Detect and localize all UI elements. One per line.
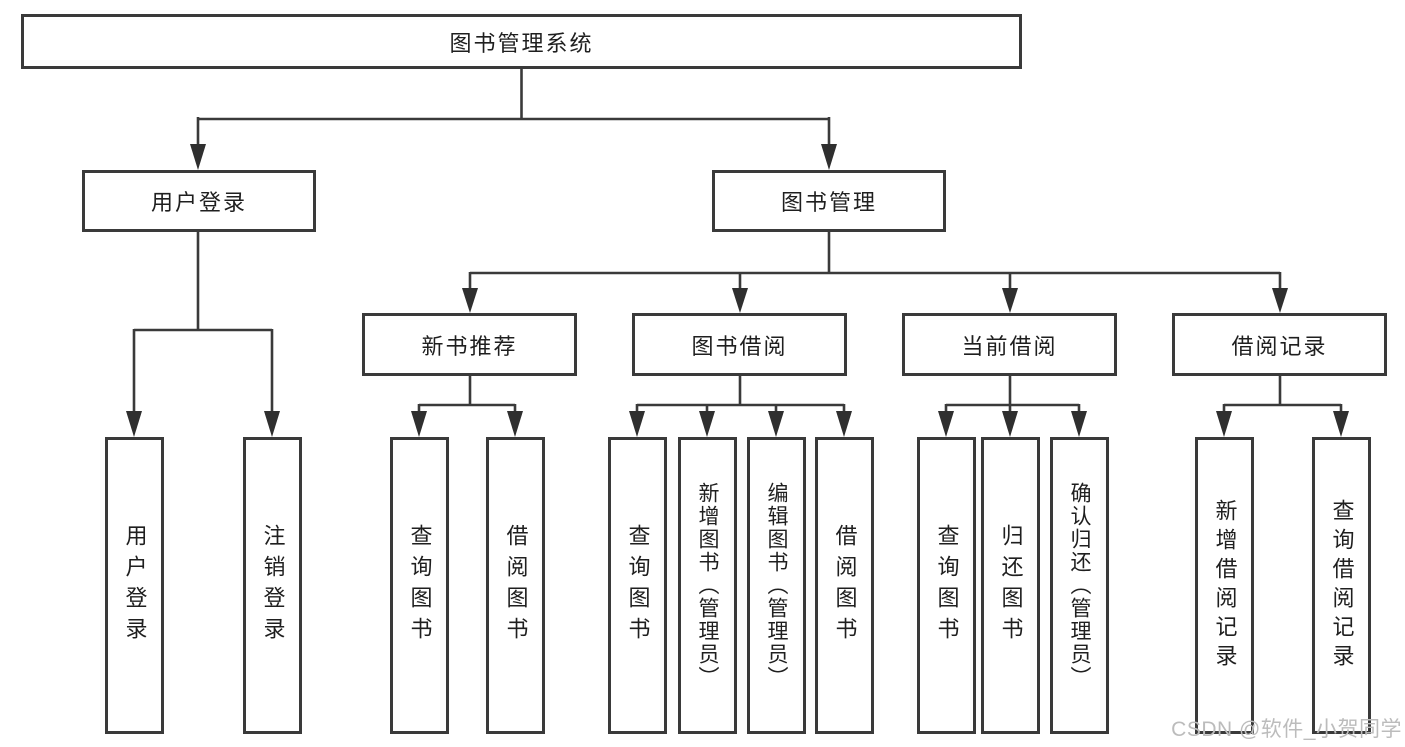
leaf-label: 新增借阅记录: [1212, 498, 1238, 673]
leaf-borrow-books-recommend: 借阅图书: [486, 437, 545, 734]
csdn-watermark: CSDN @软件_小贺同学: [1171, 718, 1402, 741]
node-current-borrow-label: 当前借阅: [961, 333, 1058, 359]
arrowhead-icon: [1333, 411, 1349, 437]
leaf-label: 查询借阅记录: [1329, 498, 1355, 673]
arrowhead-icon: [938, 411, 954, 437]
node-user-login: 用户登录: [82, 170, 316, 232]
leaf-label: 查询图书: [407, 523, 433, 648]
arrowhead-icon: [1002, 288, 1018, 313]
node-current-borrow: 当前借阅: [902, 313, 1117, 376]
leaf-label: 借阅图书: [832, 523, 858, 648]
arrowhead-icon: [507, 411, 523, 437]
node-borrow-records: 借阅记录: [1172, 313, 1387, 376]
arrowhead-icon: [126, 411, 142, 437]
leaf-query-books-borrow: 查询图书: [608, 437, 667, 734]
arrowhead-icon: [768, 411, 784, 437]
arrowhead-icon: [699, 411, 715, 437]
arrowhead-icon: [1216, 411, 1232, 437]
leaf-logout: 注销登录: [243, 437, 302, 734]
node-new-book-recommend-label: 新书推荐: [421, 333, 518, 359]
leaf-edit-books-admin: 编辑图书（管理员）: [747, 437, 806, 734]
leaf-query-borrow-record: 查询借阅记录: [1312, 437, 1371, 734]
arrowhead-icon: [411, 411, 427, 437]
node-book-management: 图书管理: [712, 170, 946, 232]
leaf-add-borrow-record: 新增借阅记录: [1195, 437, 1254, 734]
leaf-return-books: 归还图书: [981, 437, 1040, 734]
node-borrow-records-label: 借阅记录: [1231, 333, 1328, 359]
leaf-label: 新增图书（管理员）: [696, 482, 719, 689]
leaf-query-books-current: 查询图书: [917, 437, 976, 734]
arrowhead-icon: [821, 144, 837, 170]
leaf-confirm-return-admin: 确认归还（管理员）: [1050, 437, 1109, 734]
node-book-borrow: 图书借阅: [632, 313, 847, 376]
leaf-query-books-recommend: 查询图书: [390, 437, 449, 734]
arrowhead-icon: [629, 411, 645, 437]
leaf-label: 归还图书: [998, 523, 1024, 648]
node-root: 图书管理系统: [21, 14, 1022, 69]
leaf-borrow-books: 借阅图书: [815, 437, 874, 734]
node-user-login-label: 用户登录: [150, 190, 247, 215]
leaf-label: 借阅图书: [503, 523, 529, 648]
node-root-label: 图书管理系统: [449, 30, 594, 56]
arrowhead-icon: [264, 411, 280, 437]
node-book-borrow-label: 图书借阅: [691, 333, 788, 359]
node-book-management-label: 图书管理: [780, 190, 877, 215]
leaf-label: 确认归还（管理员）: [1068, 482, 1091, 689]
arrowhead-icon: [732, 288, 748, 313]
leaf-label: 编辑图书（管理员）: [765, 482, 788, 689]
leaf-user-login: 用户登录: [105, 437, 164, 734]
node-new-book-recommend: 新书推荐: [362, 313, 577, 376]
leaf-label: 查询图书: [625, 523, 651, 648]
arrowhead-icon: [1272, 288, 1288, 313]
leaf-label: 查询图书: [934, 523, 960, 648]
arrowhead-icon: [1071, 411, 1087, 437]
leaf-add-books-admin: 新增图书（管理员）: [678, 437, 737, 734]
arrowhead-icon: [836, 411, 852, 437]
leaf-label: 用户登录: [122, 523, 148, 648]
arrowhead-icon: [1002, 411, 1018, 437]
leaf-label: 注销登录: [260, 523, 286, 648]
arrowhead-icon: [462, 288, 478, 313]
arrowhead-icon: [190, 144, 206, 170]
